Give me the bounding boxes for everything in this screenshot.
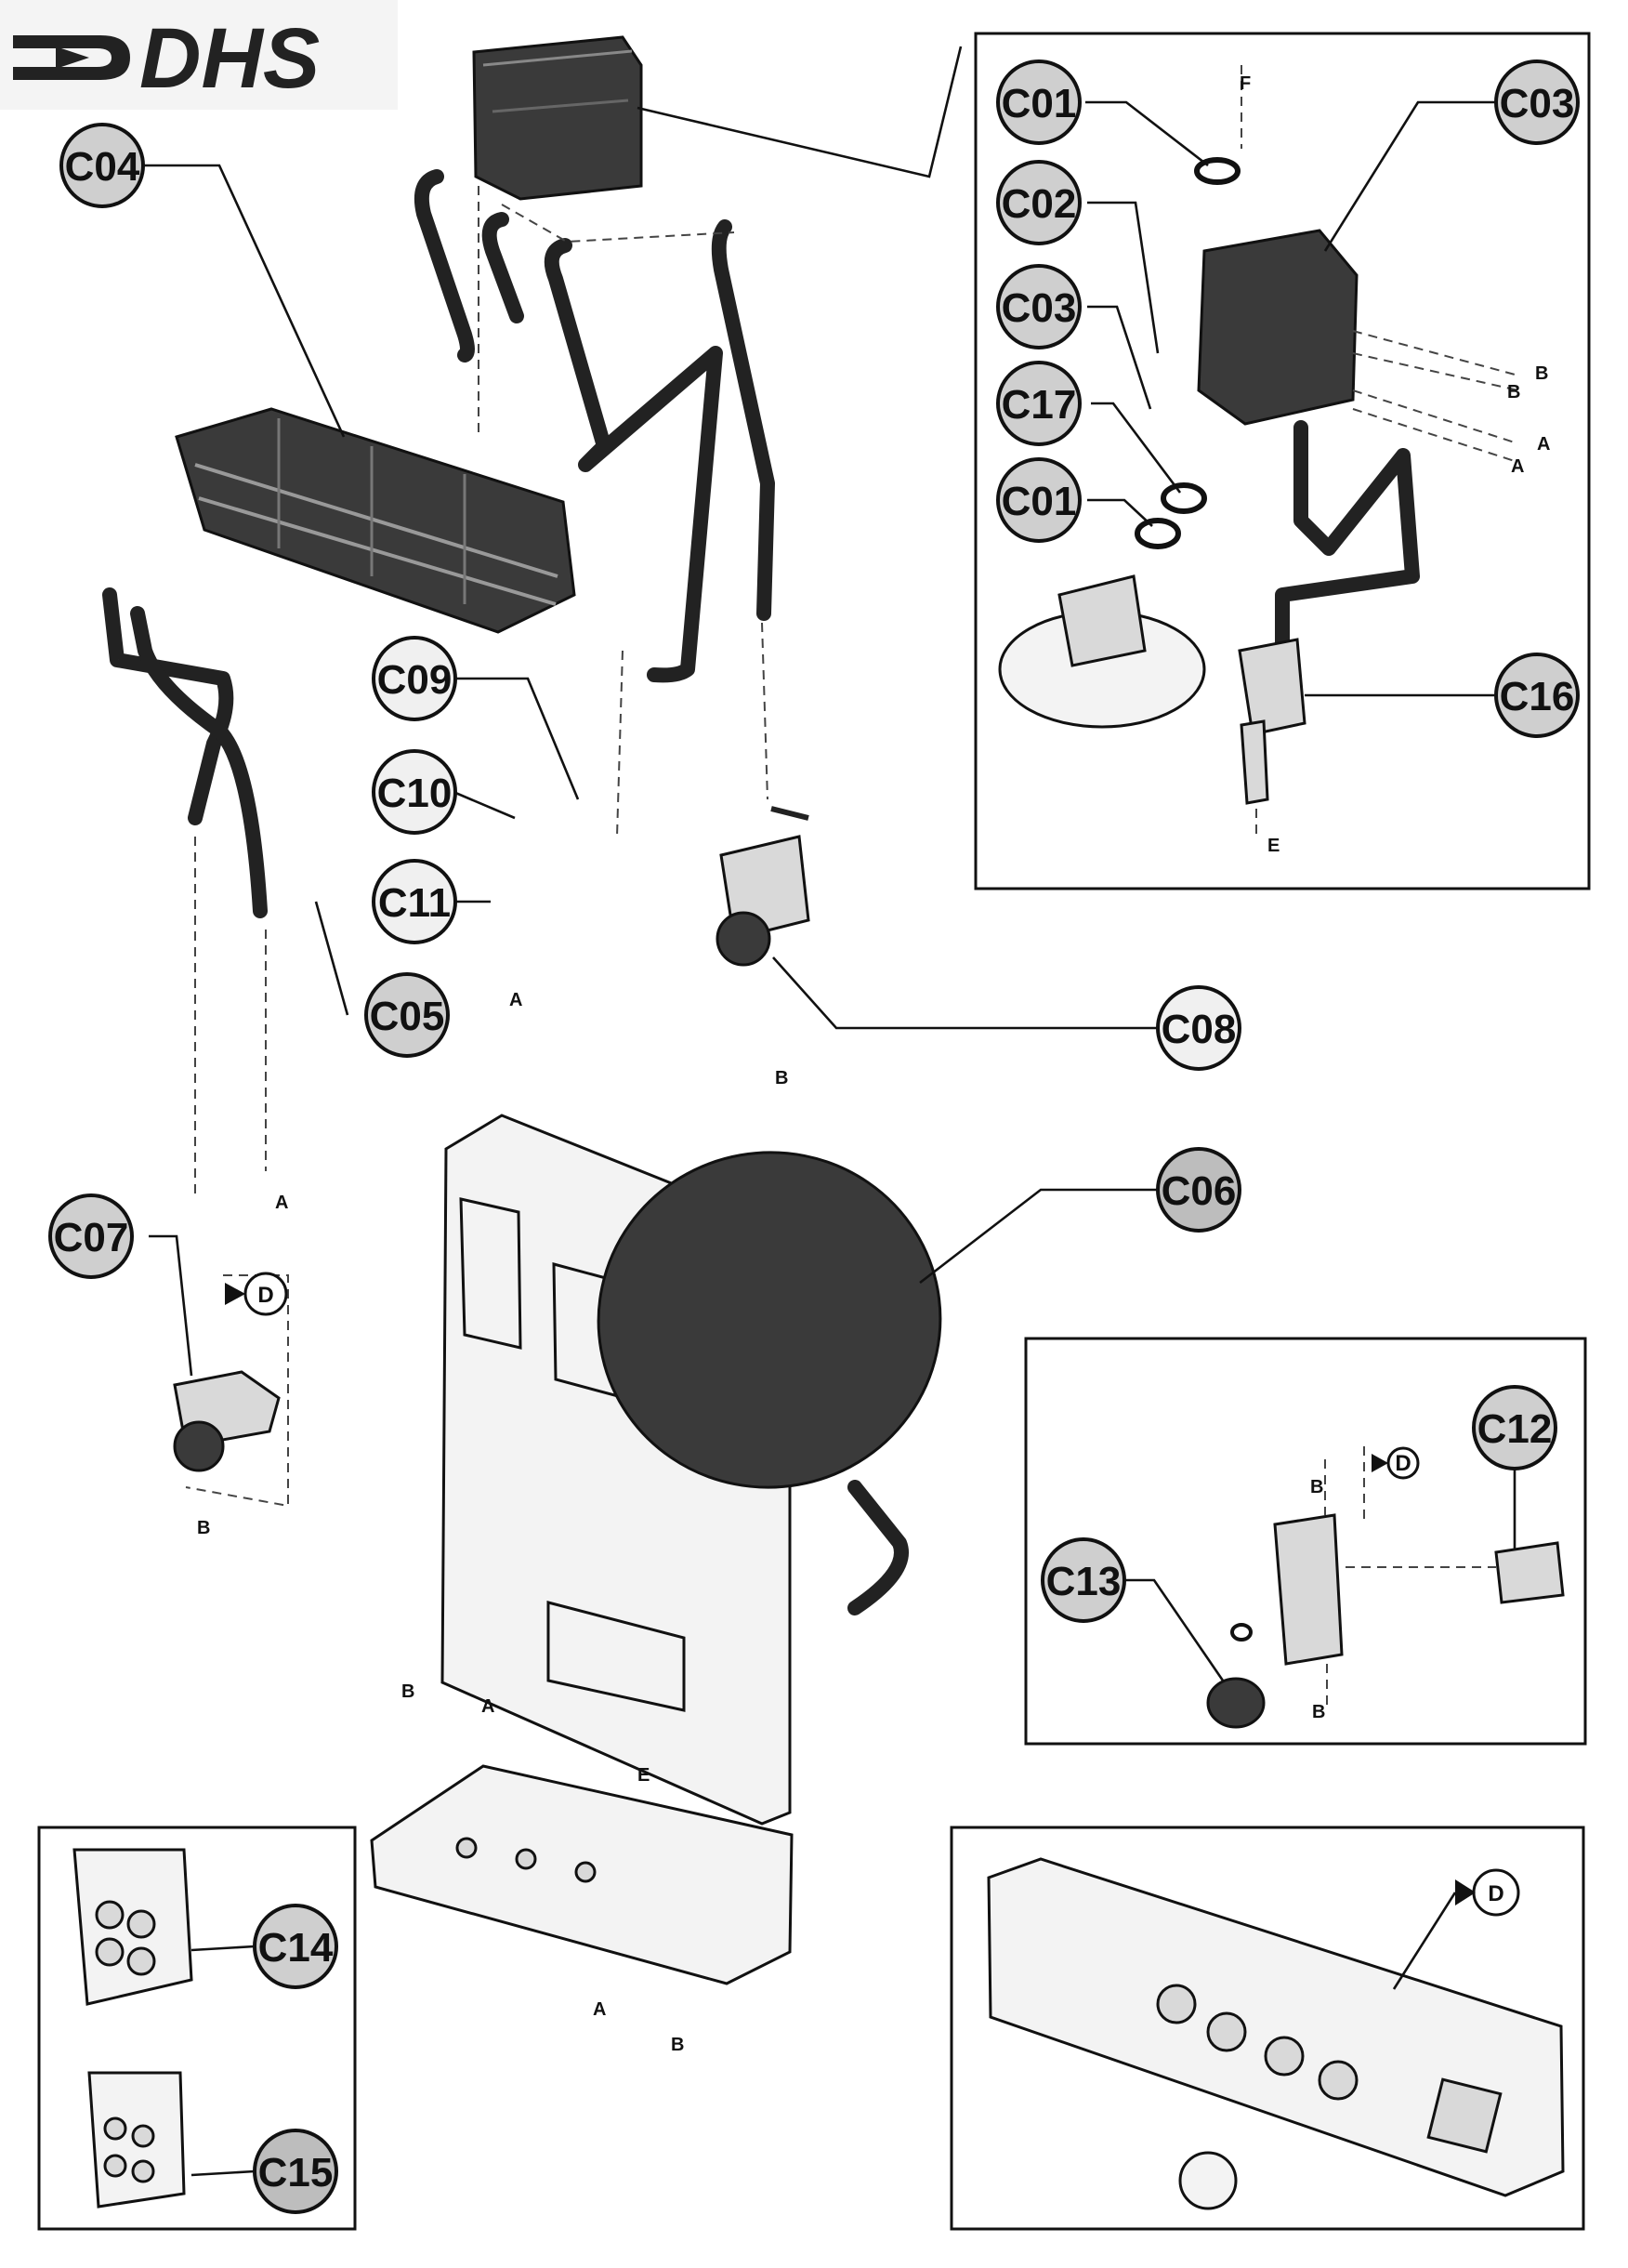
callout-c05: C05 bbox=[364, 972, 450, 1058]
callout-c10: C10 bbox=[372, 749, 457, 835]
svg-text:C08: C08 bbox=[1162, 1007, 1237, 1052]
callout-c15: C15 bbox=[253, 2129, 338, 2214]
svg-text:C13: C13 bbox=[1046, 1559, 1122, 1604]
connector-d-flag-left: D bbox=[225, 1272, 288, 1316]
pipe-set-left bbox=[102, 587, 268, 918]
svg-text:C06: C06 bbox=[1162, 1168, 1237, 1214]
callout-c01-bottom: C01 bbox=[996, 457, 1082, 543]
callout-c03-left: C03 bbox=[996, 264, 1082, 349]
callout-c16: C16 bbox=[1494, 653, 1580, 738]
callout-c09: C09 bbox=[372, 636, 457, 721]
svg-text:A: A bbox=[1537, 434, 1550, 455]
svg-text:D: D bbox=[257, 1283, 273, 1308]
svg-text:C07: C07 bbox=[54, 1215, 129, 1260]
svg-text:A: A bbox=[593, 1999, 606, 2020]
callout-c04: C04 bbox=[59, 123, 145, 208]
svg-text:C12: C12 bbox=[1477, 1406, 1553, 1452]
connector-d-flag-middle: D bbox=[1372, 1446, 1420, 1480]
svg-text:C09: C09 bbox=[377, 657, 453, 703]
svg-text:A: A bbox=[481, 1696, 494, 1717]
inset-fascia-frame bbox=[37, 1826, 357, 2231]
svg-text:B: B bbox=[1310, 1477, 1323, 1497]
inset-control-panel-frame bbox=[950, 1826, 1585, 2231]
svg-text:C05: C05 bbox=[370, 994, 445, 1039]
svg-text:A: A bbox=[275, 1193, 288, 1213]
svg-text:F: F bbox=[1240, 73, 1251, 94]
callout-c17: C17 bbox=[996, 361, 1082, 446]
svg-text:C15: C15 bbox=[258, 2150, 334, 2195]
callout-c11: C11 bbox=[372, 859, 457, 944]
svg-text:B: B bbox=[197, 1518, 210, 1538]
callout-c02: C02 bbox=[996, 160, 1082, 245]
svg-text:C11: C11 bbox=[378, 880, 451, 926]
svg-text:A: A bbox=[1511, 456, 1524, 477]
hydraulic-block-top bbox=[472, 35, 643, 201]
inset-hydraulic-frame bbox=[637, 32, 1591, 890]
svg-text:C14: C14 bbox=[258, 1925, 334, 1971]
callout-c01-top: C01 bbox=[996, 59, 1082, 145]
svg-text:B: B bbox=[671, 2035, 684, 2055]
dhs-logo: DHS bbox=[0, 0, 398, 110]
svg-text:B: B bbox=[1312, 1702, 1325, 1722]
svg-text:E: E bbox=[1267, 836, 1280, 856]
svg-text:A: A bbox=[509, 990, 522, 1010]
callout-c12: C12 bbox=[1472, 1385, 1557, 1470]
heat-exchanger bbox=[175, 407, 576, 634]
svg-text:C03: C03 bbox=[1500, 81, 1575, 126]
svg-text:C03: C03 bbox=[1002, 285, 1077, 331]
svg-text:C02: C02 bbox=[1002, 181, 1077, 227]
callout-c07: C07 bbox=[48, 1193, 134, 1279]
svg-text:C10: C10 bbox=[377, 771, 453, 816]
pipe-set-top bbox=[414, 169, 775, 683]
logo-text: DHS bbox=[139, 11, 320, 106]
diverter-valve bbox=[173, 1370, 281, 1472]
svg-text:C01: C01 bbox=[1002, 479, 1077, 524]
callout-c13: C13 bbox=[1041, 1537, 1126, 1623]
connection-letters: A A B B B A E A B F B B A A E B B bbox=[197, 73, 1550, 2055]
callout-c08: C08 bbox=[1156, 985, 1241, 1071]
svg-text:B: B bbox=[401, 1681, 414, 1702]
svg-text:B: B bbox=[1507, 382, 1520, 402]
expansion-vessel bbox=[597, 1151, 942, 1615]
callout-c14: C14 bbox=[253, 1904, 338, 1989]
svg-text:C04: C04 bbox=[65, 144, 140, 190]
svg-text:B: B bbox=[1535, 363, 1548, 384]
svg-text:C17: C17 bbox=[1002, 382, 1077, 428]
svg-text:C01: C01 bbox=[1002, 81, 1077, 126]
callout-c06: C06 bbox=[1156, 1147, 1241, 1233]
svg-text:B: B bbox=[775, 1068, 788, 1088]
svg-text:D: D bbox=[1395, 1451, 1411, 1476]
svg-text:E: E bbox=[637, 1765, 650, 1786]
svg-text:D: D bbox=[1488, 1881, 1503, 1906]
control-tray bbox=[370, 1764, 794, 1985]
callout-c03-right: C03 bbox=[1494, 59, 1580, 145]
connector-d-flag-right: D bbox=[1455, 1868, 1520, 1917]
callout-leaders bbox=[130, 100, 1516, 1990]
inset-safety-valve-frame bbox=[1024, 1337, 1587, 1746]
pump-assembly bbox=[716, 806, 810, 967]
svg-text:C16: C16 bbox=[1500, 674, 1575, 719]
